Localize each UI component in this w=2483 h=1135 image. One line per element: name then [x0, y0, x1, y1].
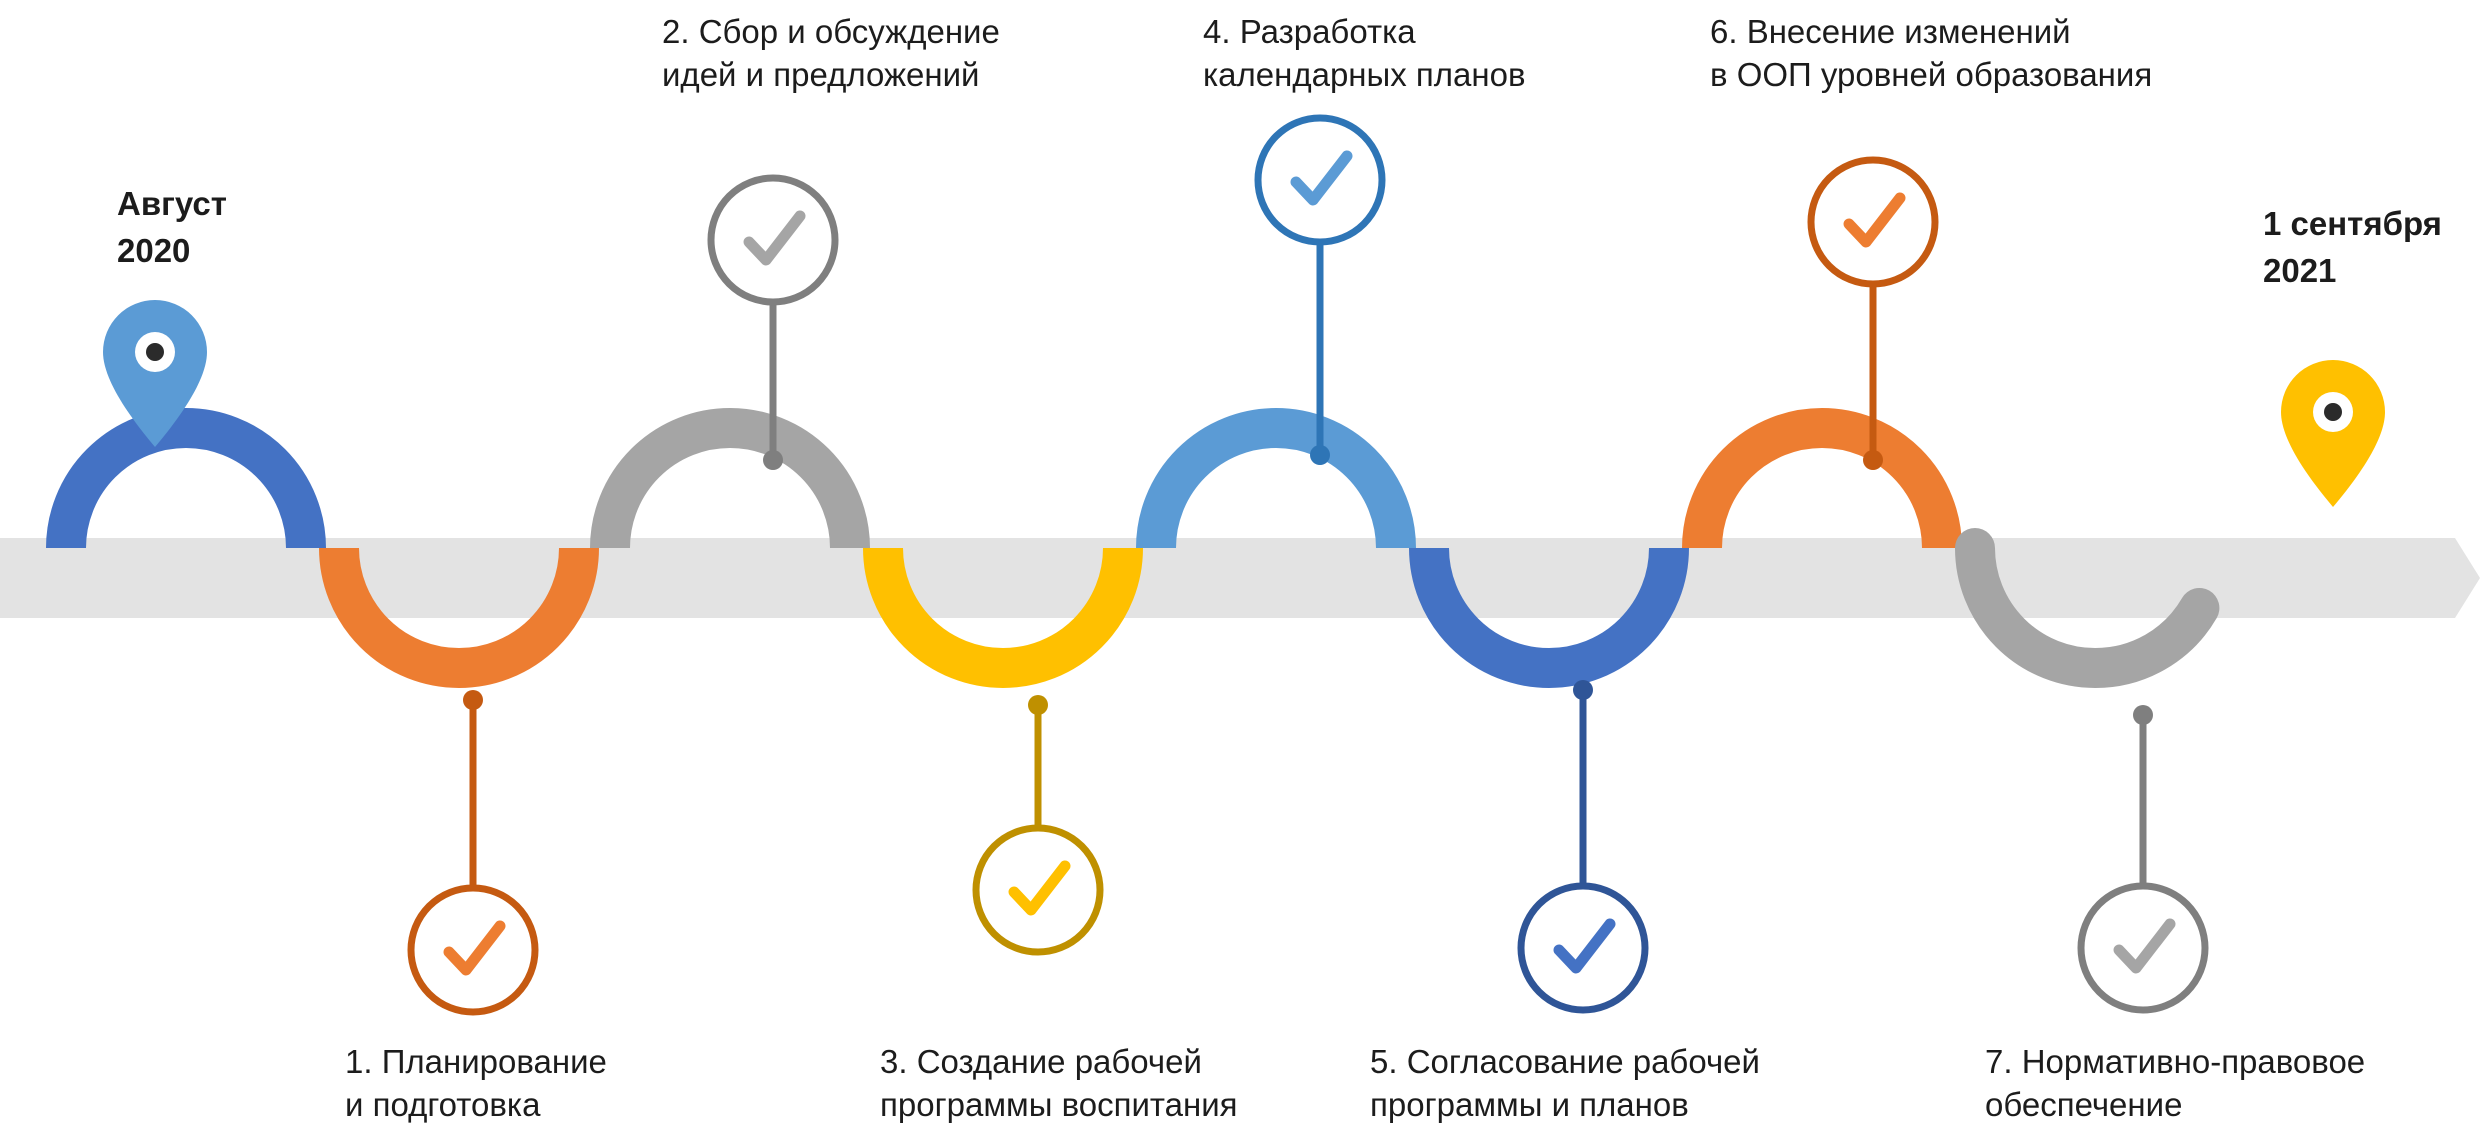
check-icon	[1553, 918, 1616, 974]
check-icon	[1843, 192, 1906, 248]
end-day: 1 сентября	[2263, 205, 2442, 242]
marker-ring-2	[707, 174, 839, 306]
step-2-label: 2. Сбор и обсуждение идей и предложений	[662, 13, 1000, 93]
connector-dot-3	[1028, 695, 1048, 715]
marker-ring-5	[1517, 882, 1649, 1014]
connector-dot-1	[463, 690, 483, 710]
wave-arc-1	[46, 408, 326, 549]
check-icon	[1008, 860, 1071, 916]
connector-dot-5	[1573, 680, 1593, 700]
step-1-label: 1. Планирование и подготовка	[345, 1043, 607, 1123]
check-icon	[1290, 150, 1353, 206]
marker-ring-7	[2077, 882, 2209, 1014]
start-month: Август	[117, 185, 227, 222]
wave-arc-2	[319, 547, 599, 688]
connector-dot-6	[1863, 450, 1883, 470]
wave-arc-5	[1136, 408, 1416, 549]
wave-arc-6	[1409, 547, 1689, 688]
end-date-label: 1 сентября 2021	[2263, 200, 2442, 294]
step-3-label: 3. Создание рабочей программы воспитания	[880, 1043, 1238, 1123]
step-4-label: 4. Разработка календарных планов	[1203, 13, 1526, 93]
wave-arc-4	[863, 547, 1143, 688]
marker-ring-6	[1807, 156, 1939, 288]
end-year: 2021	[2263, 252, 2337, 289]
step-6-label: 6. Внесение изменений в ООП уровней обра…	[1710, 13, 2153, 93]
wave-arc-7	[1682, 408, 1962, 549]
step-7-label: 7. Нормативно-правовое обеспечение	[1985, 1043, 2366, 1123]
wave-arc-3	[590, 408, 870, 549]
check-icon	[443, 920, 506, 976]
marker-ring-3	[972, 824, 1104, 956]
connector-dot-2	[763, 450, 783, 470]
start-year: 2020	[117, 232, 191, 269]
start-date-label: Август 2020	[117, 180, 227, 274]
location-pin-icon	[103, 300, 207, 447]
check-icon	[743, 210, 806, 266]
marker-ring-1	[407, 884, 539, 1016]
connector-dot-4	[1310, 445, 1330, 465]
location-pin-icon	[2281, 360, 2385, 507]
check-icon	[2113, 918, 2176, 974]
step-5-label: 5. Согласование рабочей программы и план…	[1370, 1043, 1760, 1123]
timeline-arrow	[0, 538, 2480, 618]
marker-ring-4	[1254, 114, 1386, 246]
connector-dot-7	[2133, 705, 2153, 725]
wave-arc-8	[1955, 528, 2220, 689]
